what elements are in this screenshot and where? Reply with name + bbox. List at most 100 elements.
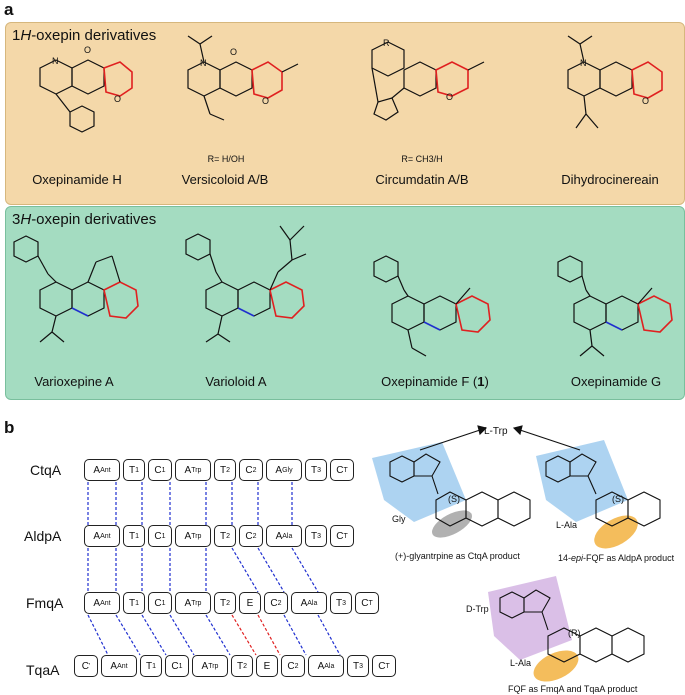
compound-name: Varioloid A (205, 374, 267, 389)
domain-letter: C (154, 597, 162, 609)
stereo-label: (S) (612, 494, 624, 504)
domain-subscript: 2 (226, 532, 230, 540)
domain-subscript: T (368, 599, 373, 607)
domain-letter: A (275, 530, 283, 542)
domain-letter: C (287, 660, 295, 672)
compound-note: R= CH3/H (401, 154, 443, 164)
domain-subscript: 3 (317, 532, 321, 540)
domain-subscript: 1 (161, 599, 166, 607)
domain-subscript: 1 (135, 466, 139, 474)
compound-name: Versicoloid A/B (181, 172, 269, 187)
domain-letter: C (336, 464, 344, 476)
domain-subscript: Ant (100, 532, 111, 540)
gly-label: Gly (392, 514, 406, 524)
d-trp-label: D-Trp (466, 604, 489, 614)
domain-letter: A (93, 464, 101, 476)
box-1h-title: 1H-oxepin derivatives (12, 27, 157, 44)
svg-text:O: O (84, 45, 91, 55)
svg-text:O: O (230, 47, 237, 57)
domain-subscript: 3 (317, 466, 321, 474)
svg-text:O: O (642, 96, 649, 106)
domain-subscript: 2 (277, 599, 282, 607)
domain-letter: C (378, 660, 386, 672)
compound-name: Oxepinamide G (570, 374, 662, 389)
domain-subscript: Ant (100, 466, 111, 474)
ctqa-product-caption: (+)-glyantrpine as CtqA product (395, 551, 520, 561)
domain-letter: T (145, 660, 153, 672)
domain-letter: C (81, 660, 89, 672)
svg-text:O: O (262, 96, 269, 106)
l-trp-label: L-Trp (484, 426, 508, 437)
domain-letter: E (246, 597, 254, 609)
domain-subscript: Trp (208, 662, 219, 670)
enzyme-label-aldpa: AldpA (24, 528, 62, 544)
svg-text:R: R (383, 38, 390, 48)
enzyme-label-tqaa: TqaA (26, 662, 60, 678)
domain-subscript: 2 (294, 662, 299, 670)
domain-subscript: T (343, 532, 348, 540)
domain-letter: C (171, 660, 179, 672)
domain-letter: C (336, 530, 344, 542)
domain-subscript: Ant (117, 662, 128, 670)
domain-letter: A (300, 597, 308, 609)
domain-letter: A (317, 660, 325, 672)
l-ala-label: L-Ala (510, 658, 532, 668)
domain-letter: A (275, 464, 283, 476)
domain-letter: A (93, 530, 101, 542)
domain-subscript: 1 (178, 662, 183, 670)
domain-letter: C (245, 530, 253, 542)
domain-subscript: 1 (135, 599, 139, 607)
domain-subscript: 1 (152, 662, 156, 670)
domain-letter: T (310, 464, 318, 476)
domain-box: E (239, 592, 261, 614)
domain-letter: A (201, 660, 209, 672)
domain-letter: T (128, 530, 136, 542)
domain-subscript: Ala (324, 662, 335, 670)
domain-subscript: 2 (226, 466, 230, 474)
domain-subscript: Gly (282, 466, 293, 474)
enzyme-label-fmqa: FmqA (26, 595, 64, 611)
enzyme-label-ctqa: CtqA (30, 462, 62, 478)
domain-subscript: ' (88, 662, 91, 670)
compound-name: Dihydrocinereain (561, 172, 659, 187)
domain-letter: A (93, 597, 101, 609)
domain-subscript: Trp (191, 599, 202, 607)
domain-letter: T (236, 660, 244, 672)
domain-letter: C (270, 597, 278, 609)
domain-subscript: 2 (252, 466, 257, 474)
svg-text:O: O (446, 92, 453, 102)
domain-box: E (256, 655, 278, 677)
domain-subscript: 3 (342, 599, 346, 607)
domain-subscript: Ala (282, 532, 293, 540)
compound-note: R= H/OH (207, 154, 245, 164)
domain-letter: T (219, 597, 227, 609)
domain-letter: C (154, 464, 162, 476)
domain-subscript: Ant (100, 599, 111, 607)
domain-letter: E (263, 660, 271, 672)
domain-subscript: T (385, 662, 390, 670)
domain-letter: T (219, 530, 227, 542)
domain-letter: A (110, 660, 118, 672)
domain-subscript: Ala (307, 599, 318, 607)
